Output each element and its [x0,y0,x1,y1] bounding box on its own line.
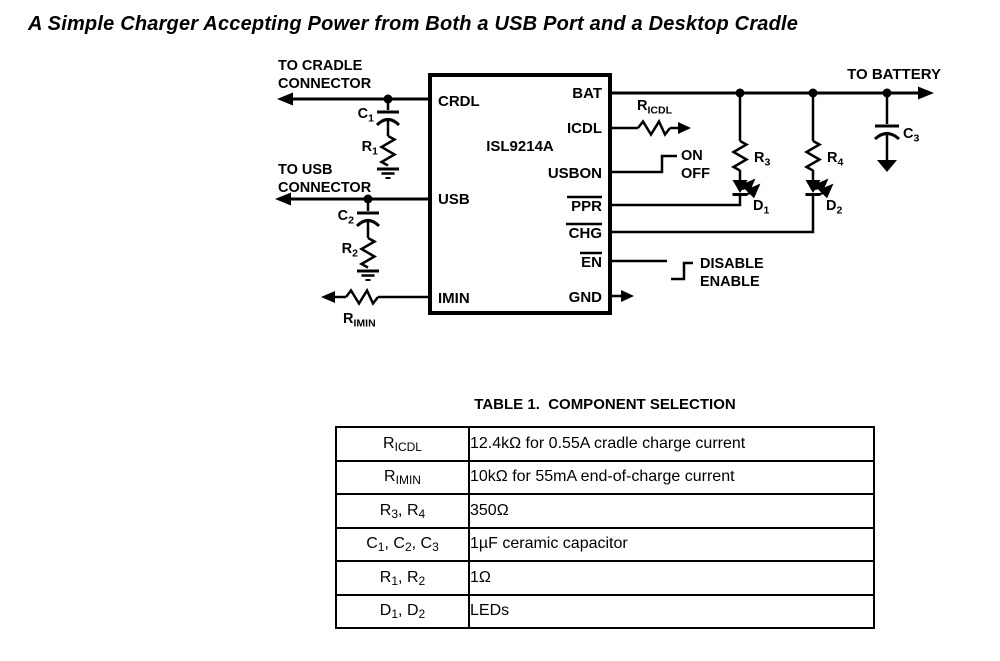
usbon-step-waveform [610,154,677,174]
resistor-ricdl-zigzag [637,118,671,137]
led-d2-triangle [805,180,821,193]
capacitor-c3-curved-plate [873,132,901,141]
led-d1-light-arrow [745,183,761,199]
d1-label: D1 [753,198,769,217]
component-cell: D1, D2 [335,593,470,629]
value-cell: 12.4kΩ for 0.55A cradle charge current [468,426,875,462]
capacitor-c2-curved-plate [355,219,381,228]
component-cell: RIMIN [335,459,470,495]
pin-label-chg: CHG [569,225,602,242]
component-cell: R1, R2 [335,560,470,596]
capacitor-c1-curved-plate [375,118,401,127]
r2-label: R2 [342,241,358,260]
on-label: ON [681,148,703,164]
pin-label-imin: IMIN [438,290,470,307]
ic-part-number: ISL9214A [486,138,554,155]
value-cell: 1Ω [468,560,875,596]
battery-arrowhead-icon [918,86,934,100]
ricdl-label: RICDL [637,98,673,117]
usbon-net: ON OFF [610,148,710,182]
enable-label: ENABLE [700,274,760,290]
to-battery-label: TO BATTERY [847,66,941,83]
cradle-arrowhead-icon [277,92,293,106]
resistor-r3-zigzag [730,139,750,172]
gnd-termination-arrow-icon [621,290,634,302]
value-cell: 10kΩ for 55mA end-of-charge current [468,459,875,495]
imin-net: RIMIN [321,287,430,330]
usb-net: TO USB CONNECTOR C2 R2 [275,162,430,281]
en-net: DISABLE ENABLE [610,256,764,290]
imin-arrowhead-icon [321,291,335,303]
table-row: R1, R2 1Ω [335,560,875,596]
disable-label: DISABLE [700,256,764,272]
to-usb-label-line1: TO USB [278,162,333,178]
resistor-rimin-zigzag [345,287,379,306]
c1-label: C1 [358,106,374,125]
r3-label: R3 [754,150,770,169]
component-cell: RICDL [335,426,470,462]
r3-d1-branch: R3 D1 [730,93,770,217]
led-d2-light-arrow [818,183,834,199]
usb-arrowhead-icon [275,192,291,206]
pin-label-icdl: ICDL [567,120,602,137]
battery-net: TO BATTERY [610,66,941,100]
icdl-net: RICDL [610,98,691,137]
rimin-label: RIMIN [343,311,376,330]
r4-d2-branch: R4 D2 [803,93,843,217]
component-cell: C1, C2, C3 [335,526,470,562]
cradle-net: TO CRADLE CONNECTOR C1 R1 [277,58,430,179]
c3-branch: C3 [873,93,919,172]
pin-label-crdl: CRDL [438,93,480,110]
resistor-r4-zigzag [803,139,823,172]
off-label: OFF [681,166,710,182]
component-cell: R3, R4 [335,493,470,529]
figure-title: A Simple Charger Accepting Power from Bo… [28,13,799,35]
en-step-waveform [671,261,693,281]
to-usb-label-line2: CONNECTOR [278,180,372,196]
value-cell: 350Ω [468,493,875,529]
r4-label: R4 [827,150,843,169]
table-row: D1, D2 LEDs [335,593,875,629]
charger-circuit-schematic: TO CRADLE CONNECTOR C1 R1 TO USB CONNECT… [275,58,941,330]
gnd-net [610,290,634,302]
to-cradle-label-line1: TO CRADLE [278,58,363,74]
value-cell: 1µF ceramic capacitor [468,526,875,562]
d2-label: D2 [826,198,842,217]
value-cell: LEDs [468,593,875,629]
to-cradle-label-line2: CONNECTOR [278,76,372,92]
table-row: C1, C2, C3 1µF ceramic capacitor [335,526,875,562]
table-row: R3, R4 350Ω [335,493,875,529]
pin-label-bat: BAT [572,85,602,102]
c3-label: C3 [903,126,919,145]
icdl-termination-arrow-icon [678,122,691,134]
resistor-r2-zigzag [358,236,378,269]
pin-label-ppr: PPR [571,198,602,215]
table-row: RIMIN 10kΩ for 55mA end-of-charge curren… [335,459,875,495]
component-selection-table: RICDL 12.4kΩ for 0.55A cradle charge cur… [335,426,875,629]
pin-label-en: EN [581,254,602,271]
ppr-wire [610,196,742,207]
chg-wire [610,196,815,234]
led-d1-triangle [732,180,748,193]
pin-label-gnd: GND [569,289,603,306]
pin-label-usbon: USBON [548,165,602,182]
resistor-r1-zigzag [378,134,398,167]
pin-label-usb: USB [438,191,470,208]
ic-body [428,73,612,315]
ic-isl9214a: ISL9214A CRDL USB IMIN BAT ICDL USBON PP… [428,73,612,315]
table-title: TABLE 1. COMPONENT SELECTION [474,396,736,413]
table-row: RICDL 12.4kΩ for 0.55A cradle charge cur… [335,426,875,462]
r1-label: R1 [362,139,378,158]
c2-label: C2 [338,208,354,227]
c3-ground-triangle-icon [877,160,897,172]
